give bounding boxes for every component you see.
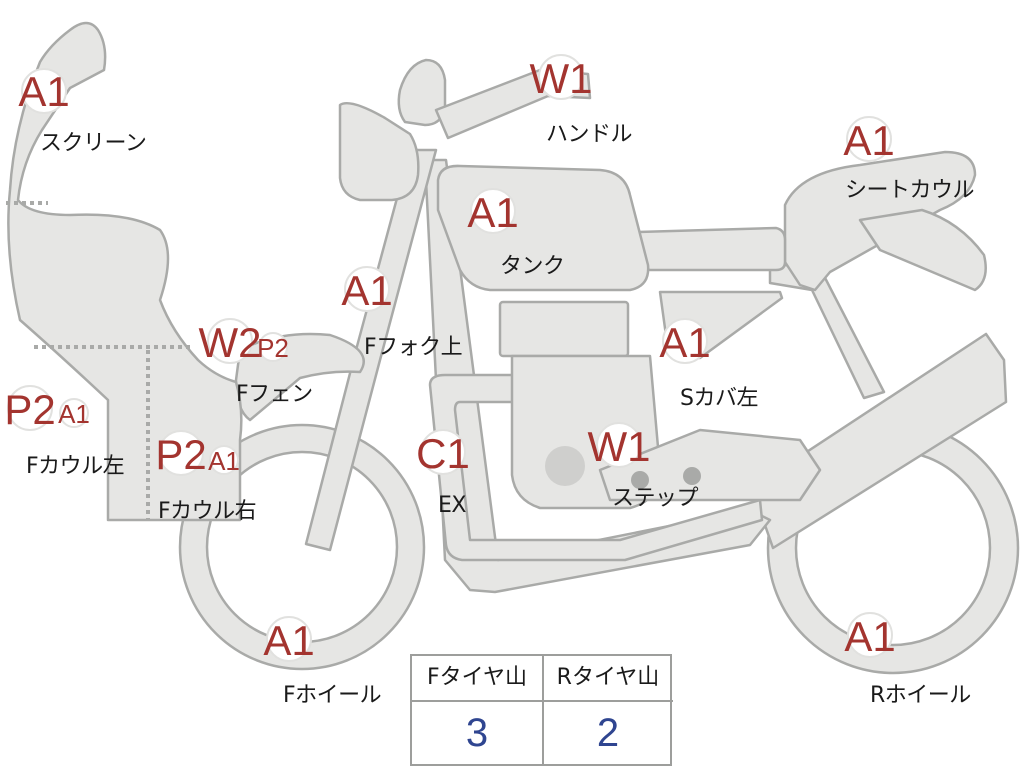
grade-f-cowl-right-2: A1 — [208, 446, 240, 476]
engine-top-shape — [498, 300, 630, 358]
step-bar-shape — [598, 428, 822, 502]
step-peg-2 — [683, 467, 701, 485]
grade-badge-f-cowl-left: P2 A1 — [4, 385, 90, 433]
front-cowl-shape — [7, 21, 243, 522]
grade-handle-1: W1 — [530, 55, 593, 102]
label-f-cowl-right: Fカウル右 — [158, 499, 257, 524]
swing-arm-shape — [750, 332, 1008, 550]
grade-badge-f-fender: W2 P2 — [199, 318, 289, 366]
rear-tire-value: 2 — [596, 711, 620, 755]
grade-badge-f-fork-upper: A1 — [341, 266, 393, 314]
grade-badge-ex: C1 — [416, 429, 470, 477]
grade-f-fork-upper-1: A1 — [341, 267, 392, 314]
grade-r-wheel-1: A1 — [844, 613, 895, 660]
rear-frame-shape — [768, 260, 886, 400]
rear-tire-column: Rタイヤ山 2 — [543, 656, 673, 764]
grade-badge-f-wheel: A1 — [263, 616, 315, 664]
label-f-fork-upper: Fフォク上 — [364, 335, 463, 360]
grade-badge-tank: A1 — [467, 188, 519, 236]
grade-seat-cowl-1: A1 — [843, 117, 894, 164]
front-tire-label: Fタイヤ山 — [412, 656, 542, 702]
grade-f-fender-1: W2 — [199, 319, 262, 366]
label-tank: タンク — [500, 254, 565, 279]
headlight-shape — [338, 101, 420, 202]
engine-cover-shape — [545, 446, 585, 486]
tail-fin-shape — [858, 208, 987, 292]
step-peg-1 — [631, 471, 649, 489]
label-ex: EX — [438, 493, 466, 518]
grade-badge-s-cover-left: A1 — [659, 318, 711, 366]
grade-badge-seat-cowl: A1 — [843, 116, 895, 164]
grade-screen-1: A1 — [18, 68, 69, 115]
grade-f-wheel-1: A1 — [263, 617, 314, 664]
grade-badge-screen: A1 — [18, 68, 70, 115]
label-screen: スクリーン — [40, 131, 147, 156]
label-s-cover-left: Sカバ左 — [680, 386, 758, 411]
grade-s-cover-left-1: A1 — [659, 319, 710, 366]
label-handle: ハンドル — [546, 122, 633, 147]
front-tire-value: 3 — [465, 711, 489, 755]
label-r-wheel: Rホイール — [870, 683, 971, 708]
label-step: ステップ — [612, 486, 699, 511]
label-f-wheel: Fホイール — [283, 683, 382, 708]
grade-ex-1: C1 — [416, 430, 470, 477]
grade-f-cowl-left-2: A1 — [58, 399, 90, 429]
exhaust-shape — [428, 373, 764, 562]
grade-f-fender-2: P2 — [257, 333, 289, 363]
seat-shape — [636, 226, 787, 272]
grade-step-1: W1 — [588, 423, 651, 470]
tire-tread-table: Fタイヤ山 3 Rタイヤ山 2 — [410, 654, 673, 766]
grade-badge-r-wheel: A1 — [844, 612, 896, 660]
label-seat-cowl: シートカウル — [845, 178, 975, 203]
grade-badge-f-cowl-right: P2 A1 — [155, 430, 240, 478]
grade-f-cowl-right-1: P2 — [155, 431, 206, 478]
front-tire-column: Fタイヤ山 3 — [412, 656, 544, 764]
label-f-fender: Fフェン — [236, 382, 313, 407]
grade-tank-1: A1 — [467, 189, 518, 236]
label-f-cowl-left: Fカウル左 — [26, 454, 125, 479]
rear-tire-label: Rタイヤ山 — [543, 656, 673, 702]
grade-badge-handle: W1 — [530, 54, 593, 102]
grade-badge-step: W1 — [588, 422, 651, 470]
grade-f-cowl-left-1: P2 — [4, 386, 55, 433]
